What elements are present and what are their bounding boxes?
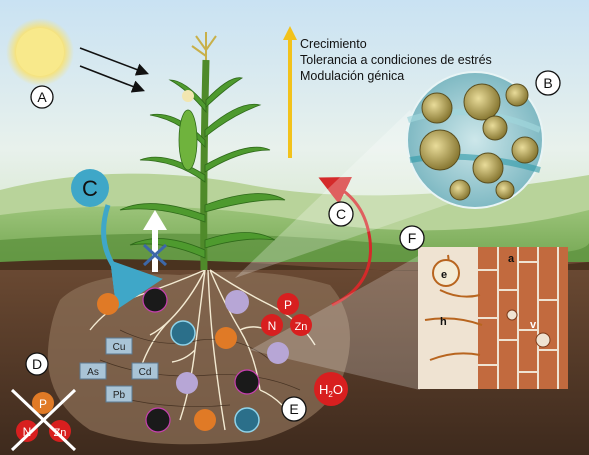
nutrient-zn-circle bbox=[290, 314, 312, 336]
spores bbox=[407, 83, 542, 201]
light-ray-arrow bbox=[79, 65, 145, 93]
label-c-right-circle bbox=[328, 201, 354, 227]
metal-boxes bbox=[79, 337, 159, 403]
metal-box-cu bbox=[105, 337, 133, 355]
growth-text-line1: Crecimiento bbox=[300, 37, 367, 51]
label-c-left-circle bbox=[71, 169, 109, 207]
corn-stalk bbox=[200, 59, 210, 271]
label-b: B bbox=[543, 75, 552, 91]
upward-white-arrow-head bbox=[143, 210, 167, 230]
red-curved-arrow bbox=[318, 177, 373, 307]
zoom-cone-b bbox=[235, 110, 460, 278]
label-d: D bbox=[32, 356, 42, 372]
deficient-n: N bbox=[23, 425, 32, 439]
label-d-circle bbox=[25, 352, 49, 376]
deficient-n-circle bbox=[16, 420, 38, 442]
microbe-orange bbox=[97, 293, 119, 315]
nutrient-p: P bbox=[284, 298, 292, 312]
label-e: E bbox=[289, 401, 298, 417]
growth-text-line3: Modulación génica bbox=[300, 69, 405, 83]
microbe-purple bbox=[176, 372, 198, 394]
label-e-circle bbox=[281, 396, 307, 422]
nutrient-n-circle bbox=[261, 314, 283, 336]
arbuscule bbox=[506, 309, 518, 321]
microbe-blue bbox=[170, 320, 196, 346]
microbe-orange bbox=[194, 409, 216, 431]
fine-hyphae bbox=[99, 329, 301, 408]
microbe-blue bbox=[234, 407, 260, 433]
deficiency-cross-icon bbox=[10, 388, 77, 452]
deficient-p-circle bbox=[32, 392, 54, 414]
corn-leaves bbox=[119, 77, 286, 259]
microbe-black bbox=[234, 369, 260, 395]
metal-box-cd bbox=[131, 362, 159, 380]
water-circle bbox=[314, 372, 348, 406]
label-a: A bbox=[37, 89, 47, 105]
microbe-orange bbox=[215, 327, 237, 349]
light-ray-arrow bbox=[79, 47, 149, 76]
blue-curved-arrow bbox=[101, 204, 163, 310]
sun-core bbox=[16, 28, 64, 76]
nutrient-n: N bbox=[268, 319, 277, 333]
metal-cu: Cu bbox=[113, 342, 126, 353]
label-f: F bbox=[408, 230, 417, 246]
microbe-black bbox=[142, 287, 168, 313]
water-label: H2O bbox=[319, 382, 343, 399]
root-cells bbox=[478, 247, 568, 389]
deficient-zn: Zn bbox=[54, 427, 67, 439]
deficient-zn-circle bbox=[49, 420, 71, 442]
growth-text-line2: Tolerancia a condiciones de estrés bbox=[300, 53, 492, 67]
nutrient-zn: Zn bbox=[295, 321, 308, 333]
microbe-purple bbox=[267, 342, 289, 364]
label-a-circle bbox=[30, 85, 54, 109]
growth-arrow-head bbox=[283, 26, 297, 40]
deficient-p: P bbox=[39, 397, 47, 411]
label-c-left: C bbox=[82, 176, 98, 201]
metal-cd: Cd bbox=[139, 367, 152, 378]
micro-label-v: v bbox=[530, 319, 537, 331]
metal-pb: Pb bbox=[113, 390, 126, 401]
metal-box-pb bbox=[105, 385, 133, 403]
label-b-circle bbox=[535, 70, 561, 96]
label-f-circle bbox=[399, 225, 425, 251]
corn-ear bbox=[178, 109, 198, 171]
microbe-purple bbox=[225, 290, 249, 314]
micro-label-a: a bbox=[508, 253, 515, 265]
microbe-black bbox=[145, 407, 171, 433]
metal-as: As bbox=[87, 367, 99, 378]
micro-label-e: e bbox=[441, 269, 447, 281]
vesicle-v bbox=[535, 332, 551, 348]
zoom-cone-f bbox=[250, 255, 420, 390]
corn-silk bbox=[182, 90, 194, 102]
micro-label-h: h bbox=[440, 316, 447, 328]
nutrient-p-circle bbox=[277, 293, 299, 315]
label-c-right: C bbox=[336, 206, 346, 222]
corn-tassel bbox=[191, 32, 217, 60]
vesicle-e bbox=[432, 259, 460, 287]
metal-box-as bbox=[79, 362, 107, 380]
microbes bbox=[97, 287, 289, 433]
